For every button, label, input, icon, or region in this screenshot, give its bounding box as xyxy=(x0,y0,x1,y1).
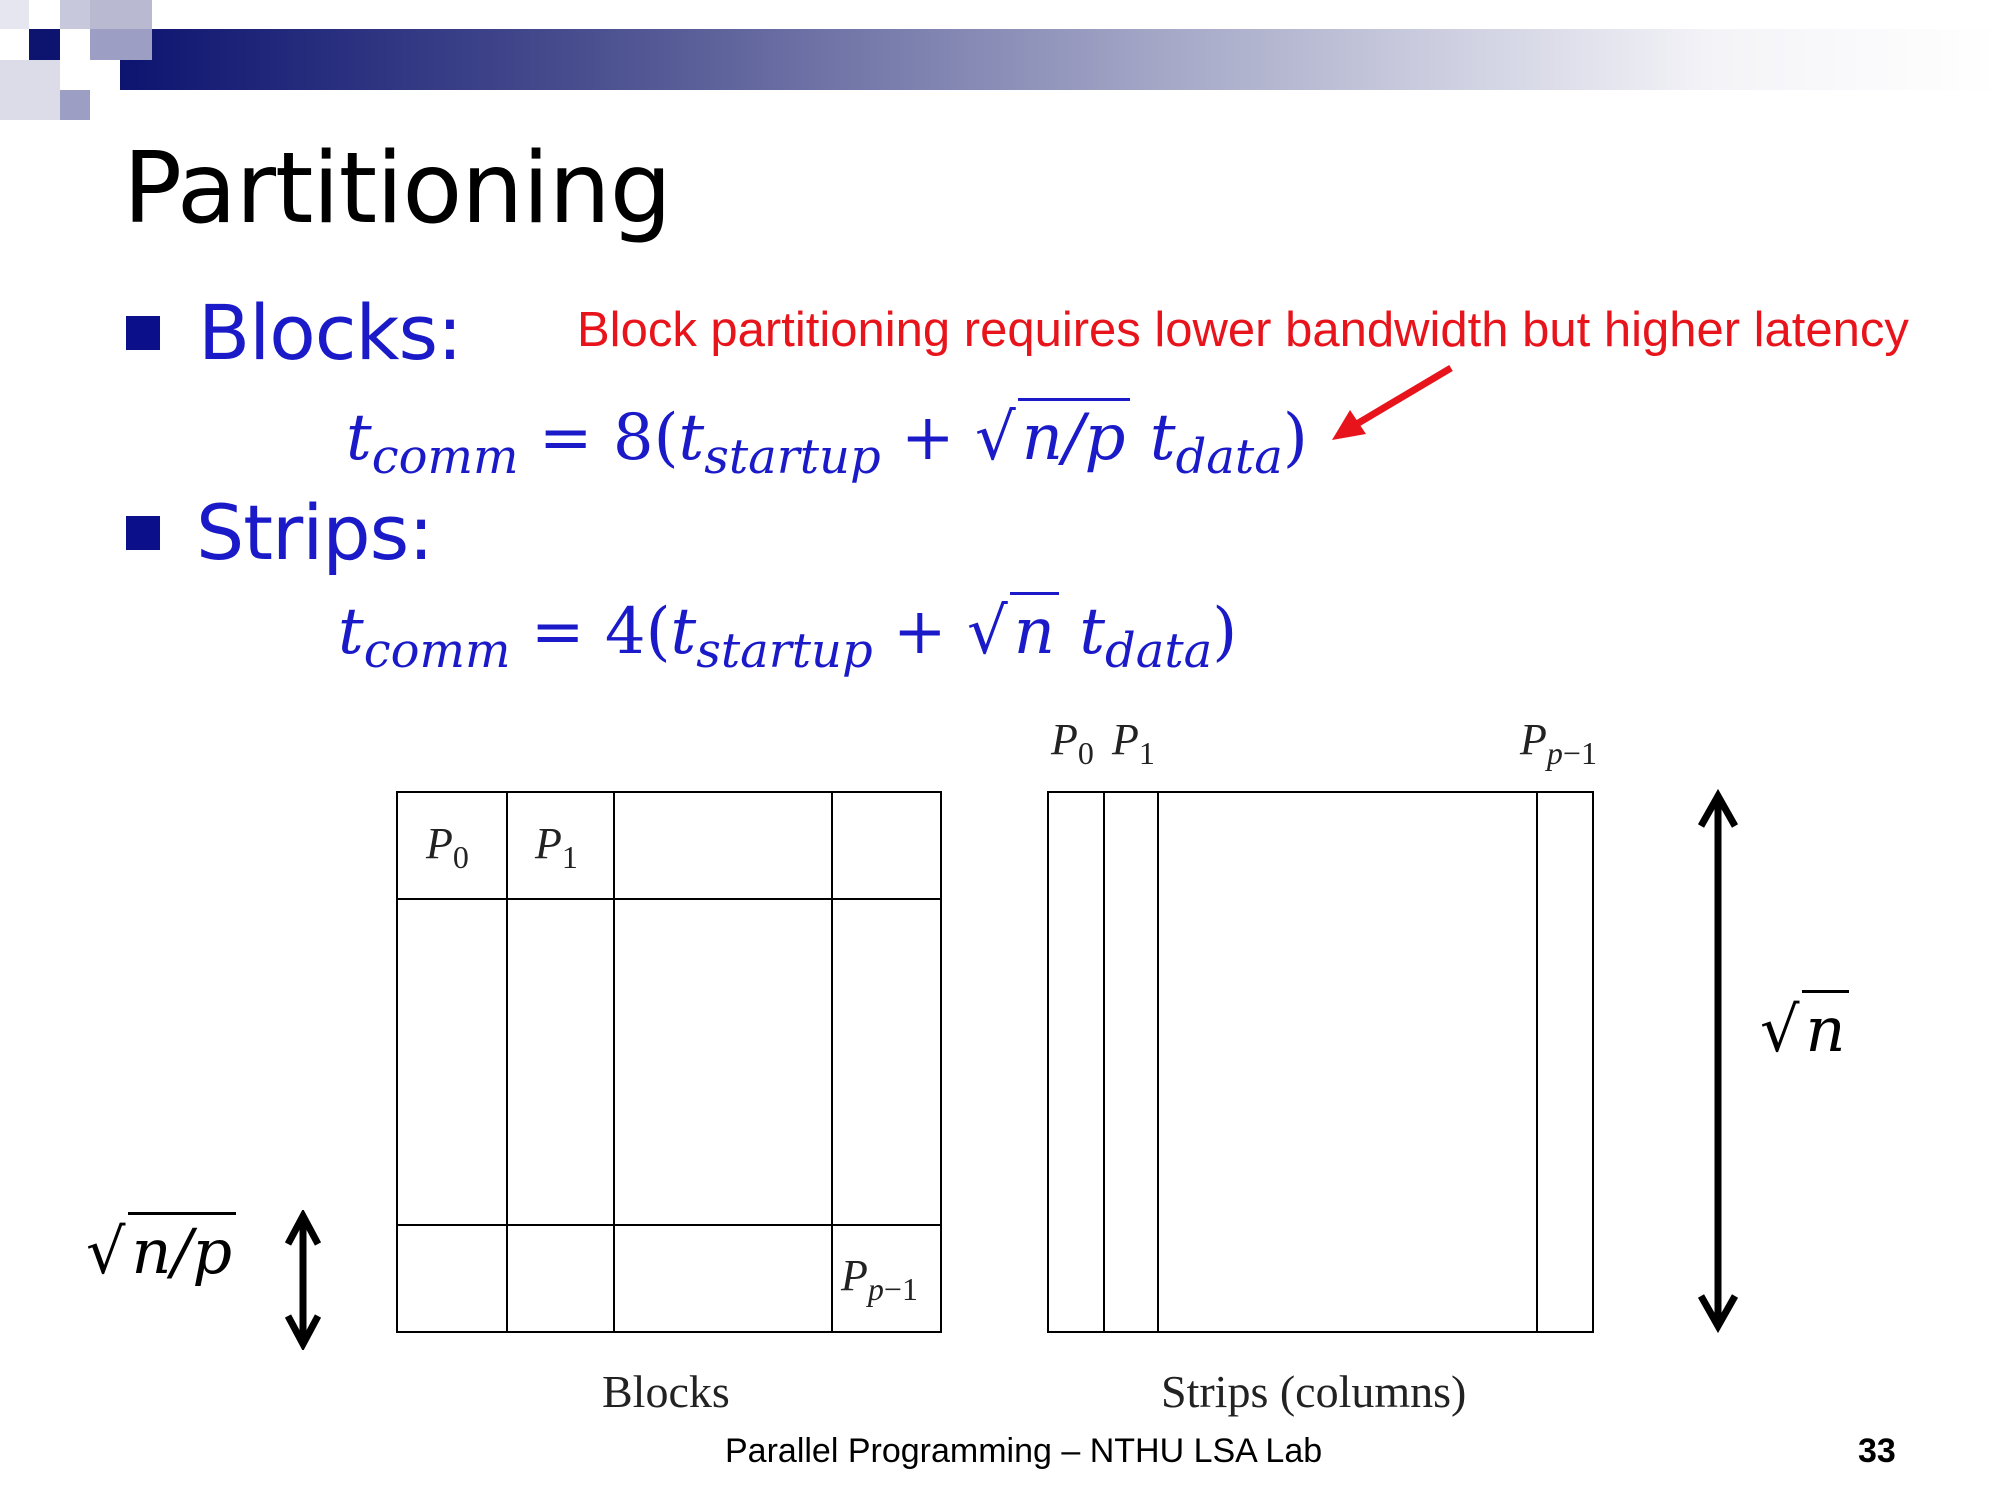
grid-line xyxy=(1536,793,1538,1331)
bullet-square-icon xyxy=(126,316,160,350)
formula-paren: ) xyxy=(1212,595,1238,669)
formula-radicand: n xyxy=(1009,592,1059,669)
blocks-grid xyxy=(396,791,942,1333)
grid-line xyxy=(398,898,940,900)
deco-square xyxy=(90,29,152,60)
bullet-square-icon xyxy=(126,516,160,550)
formula-paren: ( xyxy=(653,401,679,475)
formula-sub: comm xyxy=(371,429,519,485)
sqrt-sign: √ xyxy=(966,595,1008,669)
label-p0: P0 xyxy=(1051,715,1094,771)
formula-sub: comm xyxy=(363,623,511,679)
formula-sub: data xyxy=(1175,429,1283,485)
formula-eq: = xyxy=(538,401,593,475)
formula-sub: startup xyxy=(696,623,873,679)
grid-line xyxy=(398,1224,940,1226)
page-number: 33 xyxy=(1858,1432,1896,1470)
label-p-last: Pp−1 xyxy=(841,1251,918,1307)
deco-square xyxy=(29,29,60,60)
formula-paren: ( xyxy=(645,595,671,669)
formula-coef: 8 xyxy=(612,401,654,475)
strips-formula: tcomm = 4(tstartup + √n tdata) xyxy=(338,592,1237,679)
formula-radicand: n/p xyxy=(1017,398,1130,475)
bullet-blocks: Blocks: xyxy=(198,288,463,377)
bullet-strips: Strips: xyxy=(196,488,434,577)
formula-plus: + xyxy=(901,401,955,475)
grid-line xyxy=(1103,793,1105,1331)
label-p1: P1 xyxy=(535,819,578,875)
double-arrow-icon xyxy=(1697,788,1739,1334)
slide-title: Partitioning xyxy=(123,132,672,246)
formula-t: t xyxy=(1149,401,1176,475)
double-arrow-icon xyxy=(284,1210,322,1350)
strips-caption: Strips (columns) xyxy=(1161,1366,1467,1417)
formula-t: t xyxy=(338,595,364,669)
formula-t: t xyxy=(670,595,697,669)
formula-t: t xyxy=(346,401,372,475)
blocks-caption: Blocks xyxy=(602,1366,730,1417)
deco-square xyxy=(60,90,90,120)
grid-line xyxy=(613,793,615,1331)
label-p-last: Pp−1 xyxy=(1520,715,1597,771)
deco-square xyxy=(0,0,29,29)
grid-line xyxy=(506,793,508,1331)
blocks-formula: tcomm = 8(tstartup + √n/p tdata) xyxy=(346,398,1308,485)
strips-grid xyxy=(1047,791,1594,1333)
formula-plus: + xyxy=(893,595,947,669)
sqrt-sign: √ xyxy=(974,401,1016,475)
formula-t: t xyxy=(1079,595,1106,669)
deco-square xyxy=(60,0,90,29)
deco-square xyxy=(0,60,60,120)
annotation-text: Block partitioning requires lower bandwi… xyxy=(577,303,1909,357)
formula-coef: 4 xyxy=(604,595,646,669)
grid-line xyxy=(831,793,833,1331)
label-p1: P1 xyxy=(1112,715,1155,771)
red-arrow-icon xyxy=(1332,364,1453,440)
block-dimension-label: √n/p xyxy=(86,1212,237,1288)
header-gradient-bar xyxy=(120,29,2000,90)
formula-sub: startup xyxy=(704,429,881,485)
formula-sub: data xyxy=(1105,623,1213,679)
formula-t: t xyxy=(678,401,705,475)
formula-paren: ) xyxy=(1282,401,1308,475)
formula-eq: = xyxy=(530,595,585,669)
grid-line xyxy=(1157,793,1159,1331)
strip-dimension-label: √n xyxy=(1760,990,1850,1066)
label-p0: P0 xyxy=(426,819,469,875)
footer-text: Parallel Programming – NTHU LSA Lab xyxy=(725,1432,1323,1470)
